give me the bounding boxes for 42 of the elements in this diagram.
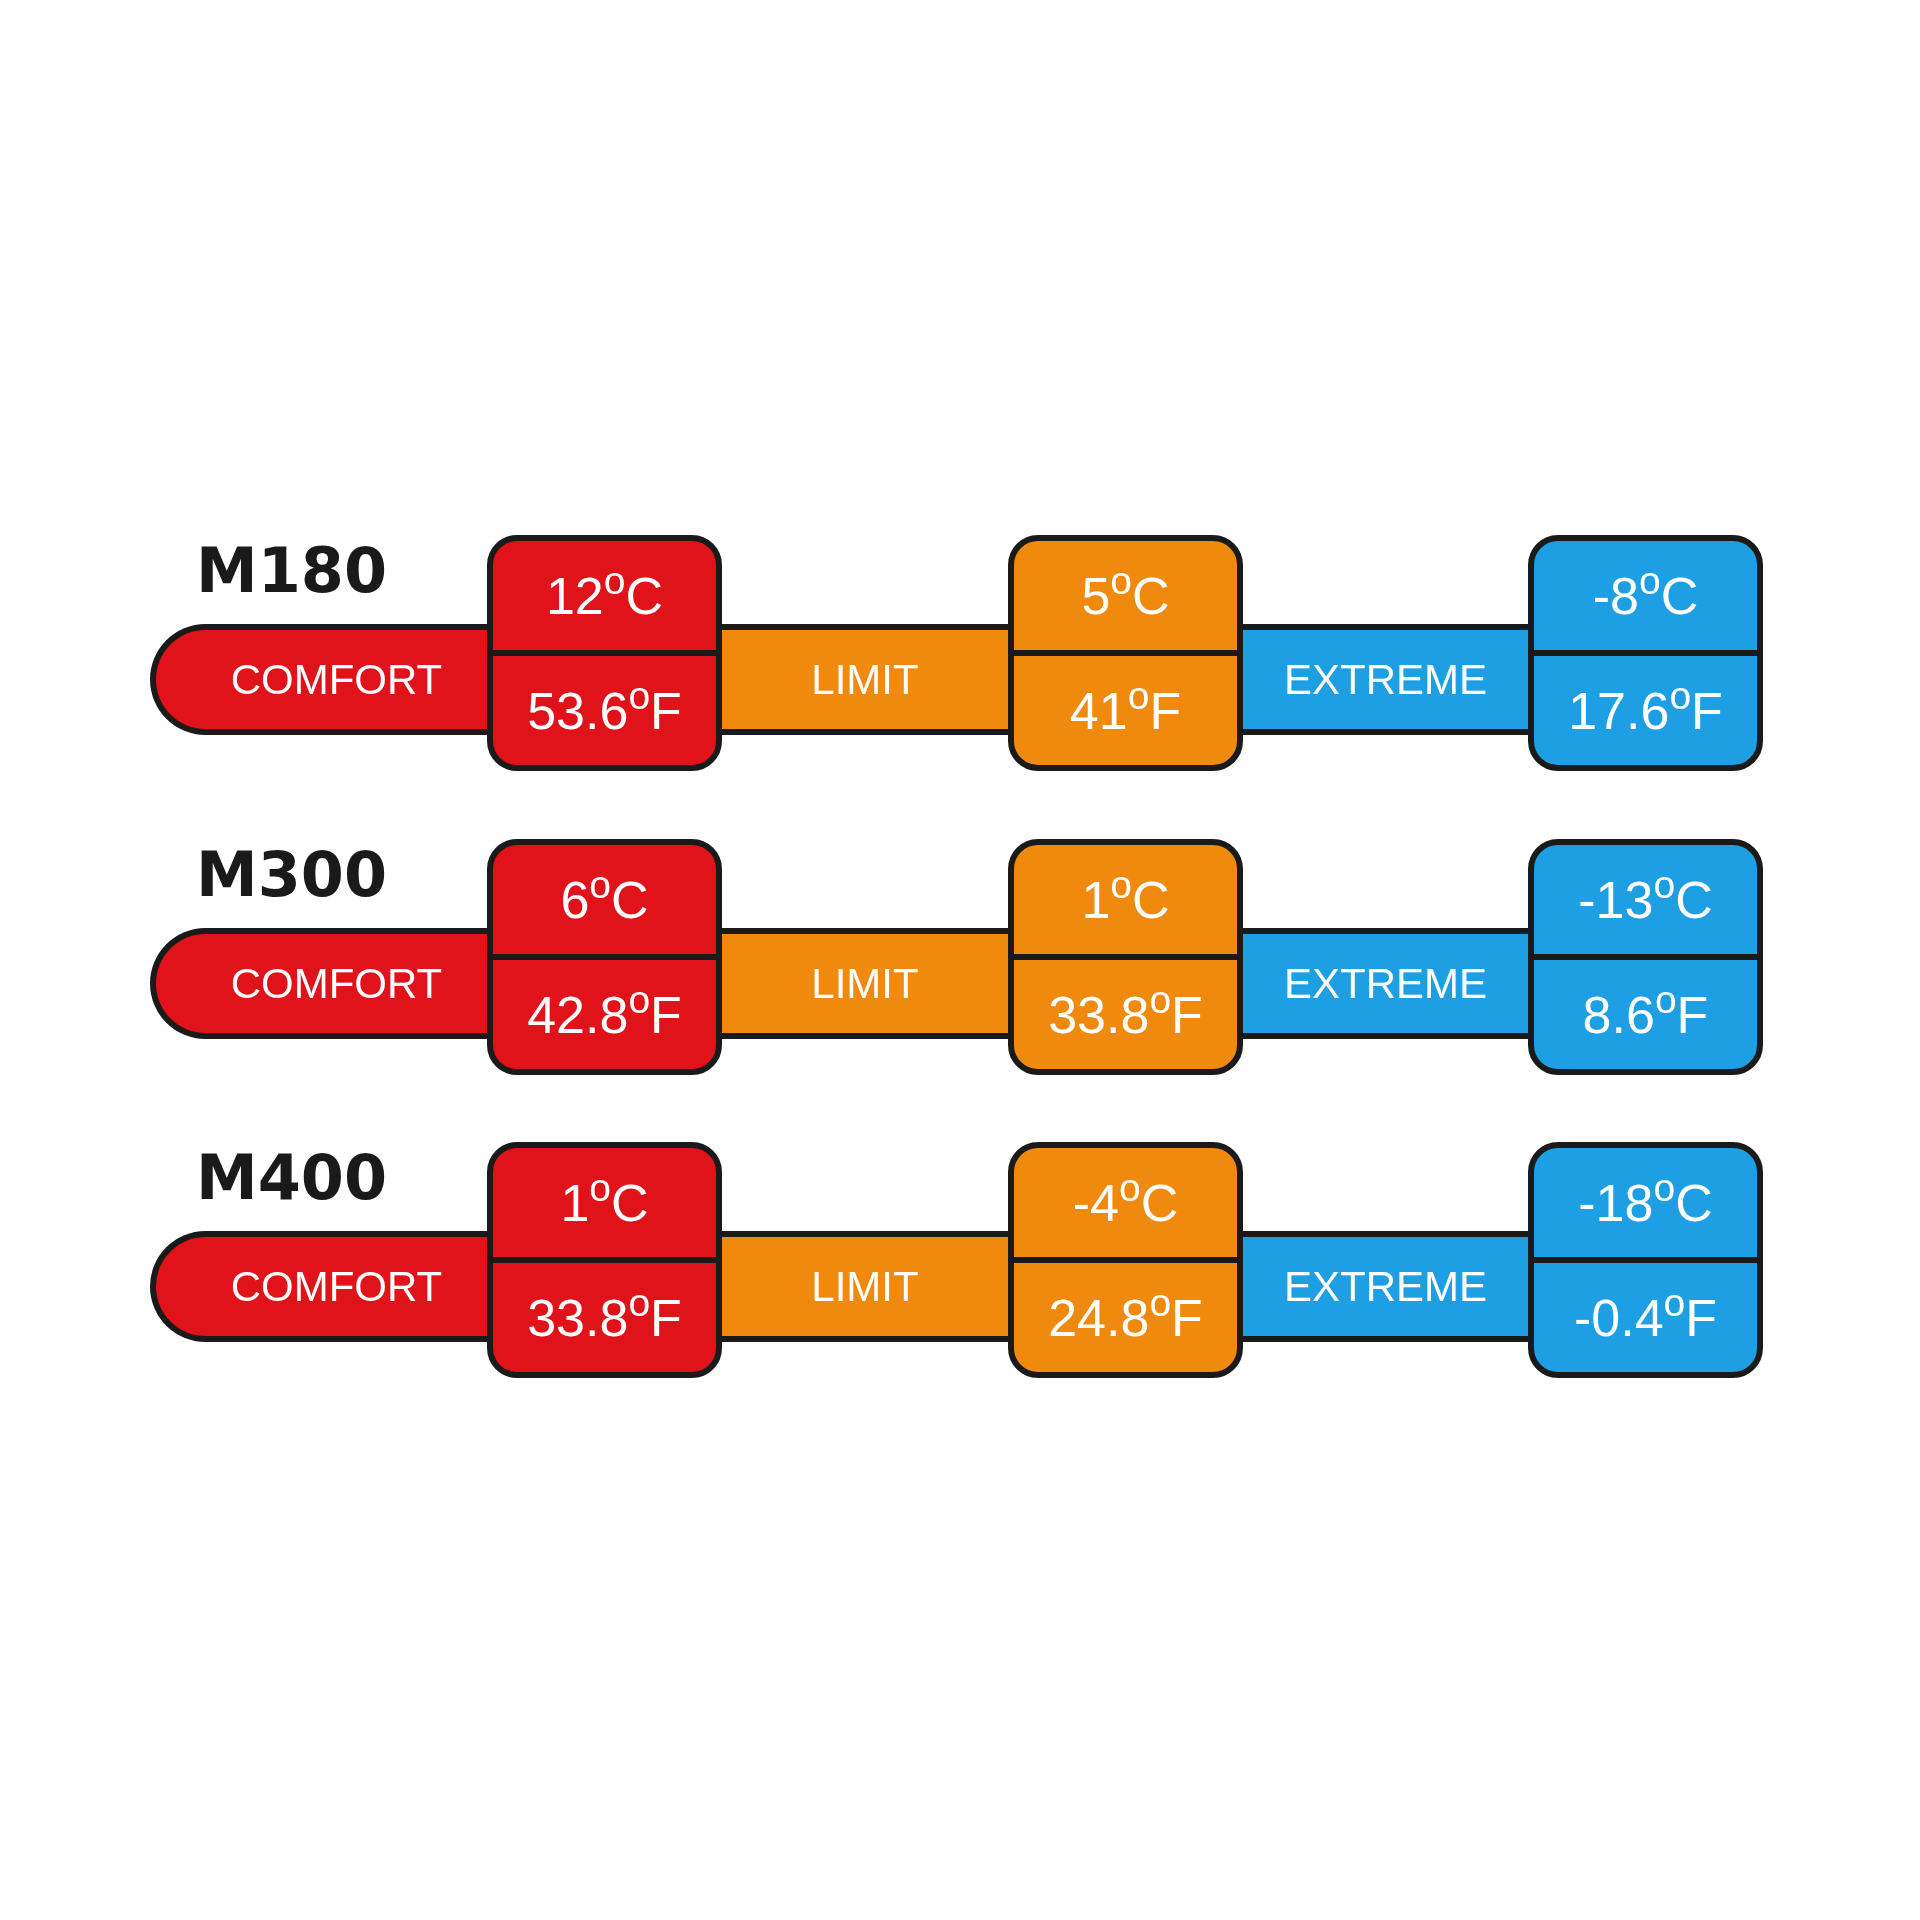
celsius-value: 5$^{o}$C (1081, 558, 1170, 627)
celsius-value: -18$^{o}$C (1578, 1165, 1713, 1234)
temperature-box (1008, 839, 1243, 1075)
range-band (150, 624, 487, 735)
fahrenheit-value: 17.6$^{o}$F (1568, 673, 1723, 742)
temperature-box (1008, 1142, 1243, 1378)
fahrenheit-value: 53.6$^{o}$F (527, 673, 682, 742)
fahrenheit-value: -0.4$^{o}$F (1573, 1280, 1718, 1349)
celsius-value: 1$^{o}$C (1081, 862, 1170, 931)
band-label: LIMIT (811, 959, 919, 1009)
band-label: EXTREME (1284, 959, 1487, 1009)
fahrenheit-value: 41$^{o}$F (1069, 673, 1182, 742)
celsius-value: -4$^{o}$C (1072, 1165, 1179, 1234)
band-label: EXTREME (1284, 655, 1487, 705)
model-name: M300 (196, 844, 388, 906)
temperature-box (1528, 1142, 1763, 1378)
fahrenheit-value: 24.8$^{o}$F (1048, 1280, 1203, 1349)
celsius-value: -13$^{o}$C (1578, 862, 1713, 931)
celsius-value: -8$^{o}$C (1592, 558, 1699, 627)
fahrenheit-value: 33.8$^{o}$F (527, 1280, 682, 1349)
band-label: COMFORT (230, 959, 443, 1009)
range-band (150, 928, 487, 1039)
temperature-box (1528, 839, 1763, 1075)
band-label: COMFORT (230, 1262, 443, 1312)
model-name: M400 (196, 1147, 388, 1209)
temperature-box (487, 839, 722, 1075)
band-label: LIMIT (811, 1262, 919, 1312)
fahrenheit-value: 42.8$^{o}$F (527, 977, 682, 1046)
band-label: EXTREME (1284, 1262, 1487, 1312)
temperature-box (487, 1142, 722, 1378)
celsius-value: 6$^{o}$C (560, 862, 649, 931)
band-label: COMFORT (230, 655, 443, 705)
temperature-box (1008, 535, 1243, 771)
temperature-box (487, 535, 722, 771)
band-label: LIMIT (811, 655, 919, 705)
fahrenheit-value: 8.6$^{o}$F (1582, 977, 1709, 1046)
model-name: M180 (196, 540, 388, 602)
fahrenheit-value: 33.8$^{o}$F (1048, 977, 1203, 1046)
celsius-value: 12$^{o}$C (545, 558, 664, 627)
celsius-value: 1$^{o}$C (560, 1165, 649, 1234)
range-band (150, 1231, 487, 1342)
temperature-box (1528, 535, 1763, 771)
